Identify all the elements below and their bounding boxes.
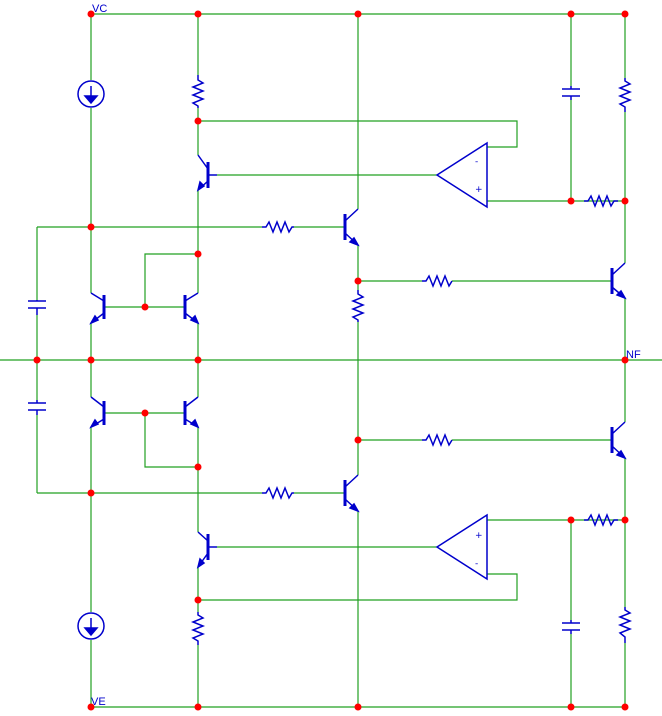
junction-nodes <box>33 10 629 711</box>
resistor-r6 <box>262 219 294 235</box>
transistor-q10 <box>610 421 627 460</box>
transistor-q9 <box>610 262 627 300</box>
opamp-lower <box>435 513 488 581</box>
current-source-top <box>77 80 105 108</box>
opamp-upper-minus: - <box>475 157 478 167</box>
transistor-q5 <box>196 154 217 192</box>
resistor-r3 <box>350 290 366 322</box>
transistor-q7 <box>343 208 360 247</box>
capacitor-c4 <box>562 620 580 634</box>
resistor-r9 <box>422 432 453 448</box>
label-vc: VC <box>92 3 107 15</box>
opamp-upper-plus: + <box>475 185 483 195</box>
opamp-upper <box>435 141 488 209</box>
resistor-r11 <box>584 512 618 528</box>
transistor-q2 <box>183 292 200 325</box>
capacitor-c3 <box>562 86 580 100</box>
resistor-r10 <box>584 193 618 209</box>
resistor-r1 <box>190 75 206 108</box>
capacitor-c2 <box>28 400 46 415</box>
current-source-bottom <box>77 612 105 640</box>
opamp-pin-labels: - + + - <box>475 157 483 569</box>
opamp-lower-minus: - <box>475 559 478 569</box>
label-ve: VE <box>91 696 106 708</box>
net-labels: VC VE NF <box>91 3 641 708</box>
resistor-r2 <box>190 612 206 645</box>
opamp-lower-plus: + <box>475 531 483 541</box>
resistor-r8 <box>422 273 453 289</box>
resistor-r4 <box>617 78 633 112</box>
wires <box>0 13 662 708</box>
resistor-r7 <box>262 485 294 501</box>
label-nf: NF <box>626 349 641 361</box>
resistor-r5 <box>617 607 633 643</box>
transistor-q3 <box>89 396 106 429</box>
transistor-q4 <box>183 396 200 429</box>
components <box>28 75 633 645</box>
capacitor-c1 <box>28 300 46 315</box>
transistor-q8 <box>343 474 360 513</box>
transistor-q6 <box>196 531 217 569</box>
transistor-q1 <box>89 292 106 325</box>
